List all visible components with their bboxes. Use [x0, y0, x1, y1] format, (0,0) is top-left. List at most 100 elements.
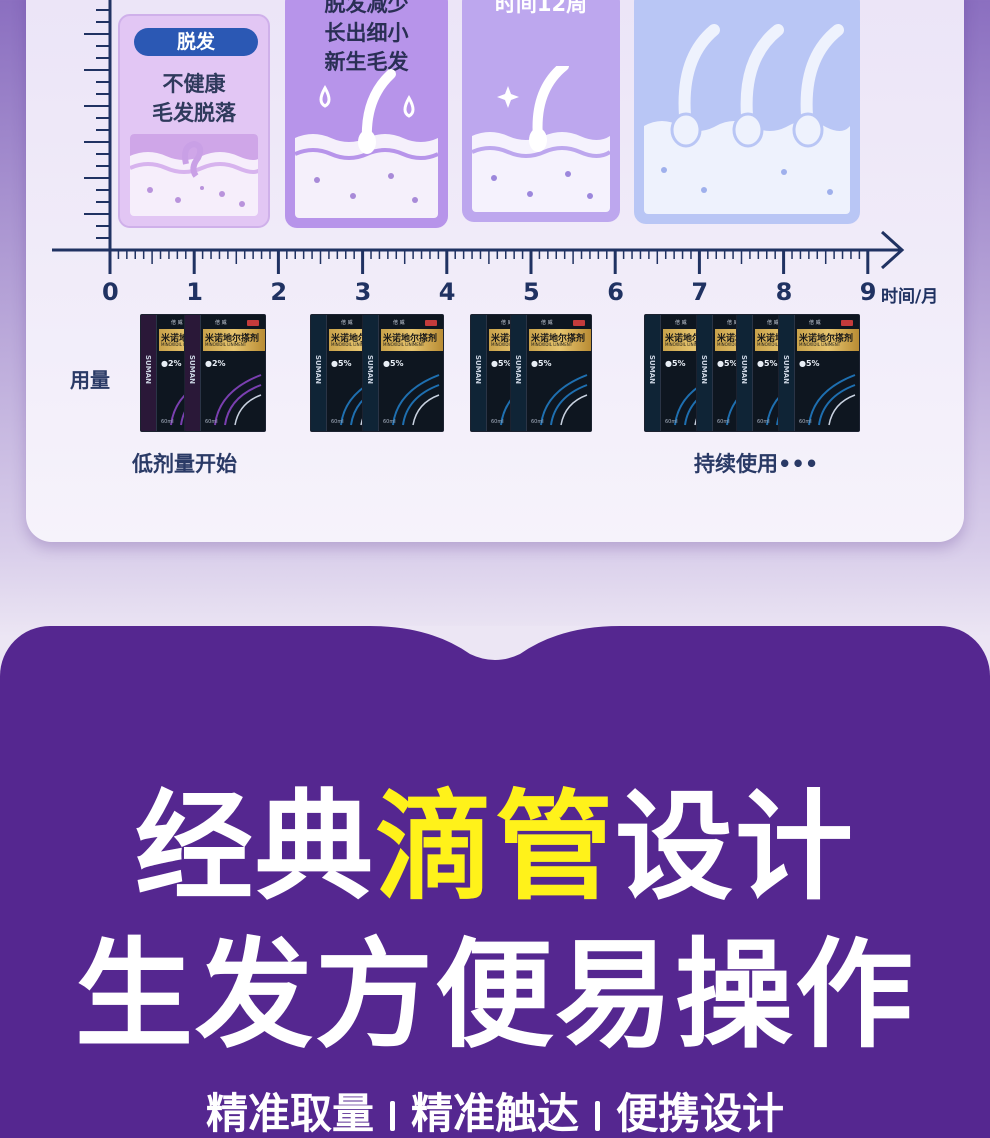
box-strength: ●5%	[799, 359, 820, 368]
box-side: SUMAN	[779, 315, 795, 431]
box-brand-side: SUMAN	[188, 355, 196, 384]
box-side: SUMAN	[311, 315, 327, 431]
axis-tick-label: 7	[691, 278, 709, 306]
box-product-name-en: MINOXIDIL LINIMENT	[799, 342, 841, 347]
box-strength: ●5%	[717, 359, 738, 368]
headline-pre: 经典	[134, 778, 375, 916]
box-brand-side: SUMAN	[514, 355, 522, 384]
stage-new-hair: 脱发减少 长出细小 新生毛发	[285, 0, 448, 228]
axis-tick-label: 1	[186, 278, 203, 306]
low-dose-caption: 低剂量开始	[132, 452, 237, 476]
time-unit-label: 时间/月	[881, 287, 939, 307]
box-brand-side: SUMAN	[314, 355, 322, 384]
box-brand-side: SUMAN	[474, 355, 482, 384]
box-product-name-en: MINOXIDIL LINIMENT	[531, 342, 573, 347]
growing-hair-icon	[472, 66, 610, 212]
box-strength: ●5%	[383, 359, 404, 368]
tag-portable: 便携设计	[616, 1089, 785, 1138]
box-volume: 60ml	[757, 419, 770, 425]
box-volume: 60ml	[383, 419, 396, 425]
box-product-name: 米诺地尔搽剂	[665, 334, 720, 344]
box-product-name-en: MINOXIDIL LINIMENT	[665, 342, 707, 347]
axis-tick-label: 2	[270, 278, 288, 306]
box-gold-band	[797, 329, 859, 351]
box-brand-side: SUMAN	[700, 355, 708, 384]
box-product-name-en: MINOXIDIL LINIMENT	[383, 342, 425, 347]
box-brand-side: SUMAN	[740, 355, 748, 384]
tag-precise-amount: 精准取量	[205, 1089, 374, 1138]
dosage-label: 用量	[70, 368, 110, 392]
box-volume: 60ml	[161, 419, 174, 425]
box-strength: ●5%	[757, 359, 778, 368]
feature-tags: 精准取量精准触达便携设计	[0, 1086, 990, 1138]
box-side: SUMAN	[363, 315, 379, 431]
box-side: SUMAN	[511, 315, 527, 431]
box-brand-side: SUMAN	[782, 355, 790, 384]
stage-3-description: 时间12周	[494, 0, 588, 16]
headline-post: 设计	[615, 778, 856, 916]
box-logo: 倍 威	[809, 320, 821, 326]
box-volume: 60ml	[531, 419, 544, 425]
box-product-name-en: MINOXIDIL LINIMENT	[205, 342, 247, 347]
box-strength: ●5%	[665, 359, 686, 368]
box-logo: 倍 威	[341, 320, 353, 326]
box-red-tag	[247, 320, 259, 326]
axis-tick-label: 9	[859, 278, 877, 306]
box-red-tag	[425, 320, 437, 326]
box-logo: 倍 威	[675, 320, 687, 326]
banner-notch	[370, 626, 620, 660]
stage-full-growth	[634, 0, 860, 224]
box-volume: 60ml	[799, 419, 812, 425]
hair-arc-icon	[392, 374, 440, 426]
box-gold-band	[203, 329, 265, 351]
axis-tick-label: 8	[775, 278, 793, 306]
box-strength: ●5%	[491, 359, 512, 368]
stage-12-weeks: 时间12周	[462, 0, 620, 222]
axis-tick-label: 0	[102, 278, 119, 306]
box-volume: 60ml	[205, 419, 218, 425]
axis-tick-label: 5	[523, 278, 540, 306]
box-brand-side: SUMAN	[144, 355, 152, 384]
box-brand-side: SUMAN	[366, 355, 374, 384]
box-logo: 倍 威	[767, 320, 779, 326]
box-volume: 60ml	[491, 419, 504, 425]
box-red-tag	[573, 320, 585, 326]
headline-highlight: 滴管	[374, 778, 615, 916]
box-logo: 倍 威	[215, 320, 227, 326]
box-strength: ●2%	[161, 359, 182, 368]
scalp-illustration-icon	[130, 134, 258, 216]
tag-separator	[595, 1101, 600, 1131]
hair-arc-icon	[540, 374, 588, 426]
box-side: SUMAN	[471, 315, 487, 431]
box-strength: ●2%	[205, 359, 226, 368]
box-logo: 倍 威	[541, 320, 553, 326]
box-product-name: 米诺地尔搽剂	[531, 334, 586, 344]
box-gold-band	[381, 329, 443, 351]
box-strength: ●5%	[331, 359, 352, 368]
box-product-name-en: MINOXIDIL LINIMENT	[161, 342, 203, 347]
promo-banner	[0, 626, 990, 1138]
banner-headline-1: 经典滴管设计	[0, 782, 990, 912]
box-logo: 倍 威	[171, 320, 183, 326]
box-volume: 60ml	[665, 419, 678, 425]
timeline-ruler	[52, 0, 905, 274]
tag-separator	[389, 1101, 395, 1131]
box-product-name: 米诺地尔搽剂	[205, 334, 260, 344]
box-side: SUMAN	[141, 315, 157, 431]
continue-caption: 持续使用•••	[694, 452, 819, 476]
dense-hair-icon	[644, 0, 850, 214]
hair-follicle-icon	[295, 68, 438, 218]
box-logo: 倍 威	[393, 320, 405, 326]
hair-loss-badge: 脱发	[134, 28, 258, 56]
stage-hair-loss: 脱发 不健康 毛发脱落	[118, 14, 270, 228]
box-product-name-en: MINOXIDIL LINIMENT	[757, 342, 798, 347]
hair-arc-icon	[808, 374, 856, 426]
box-side: SUMAN	[697, 315, 713, 431]
box-brand-side: SUMAN	[648, 355, 656, 384]
axis-tick-label: 6	[607, 278, 624, 306]
box-red-tag	[841, 320, 853, 326]
box-side: SUMAN	[737, 315, 753, 431]
